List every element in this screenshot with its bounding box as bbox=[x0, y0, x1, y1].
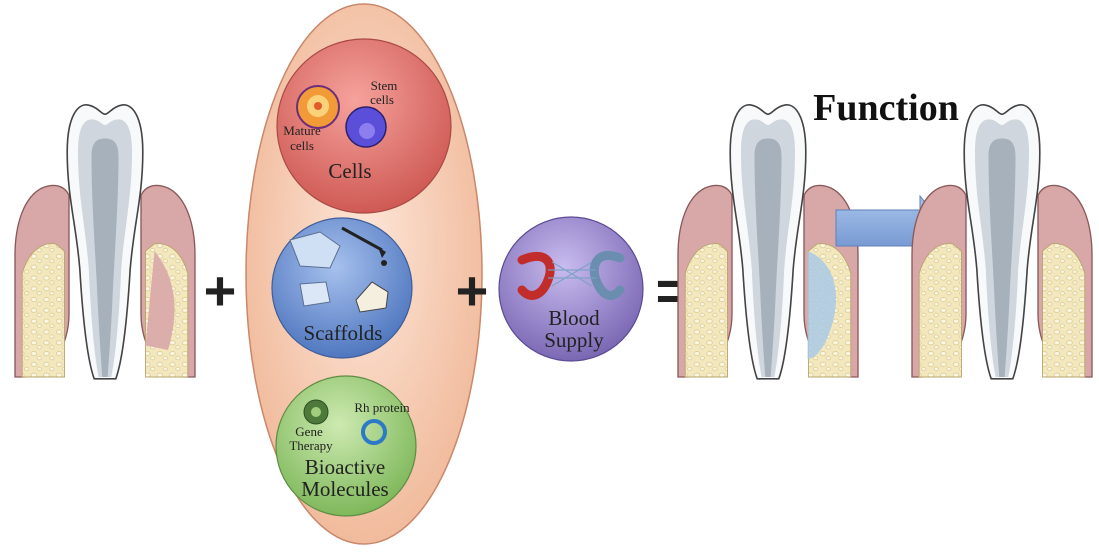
rh-protein-label: Rh protein bbox=[354, 400, 410, 415]
blood-supply-component: Blood Supply bbox=[499, 217, 643, 361]
gene-therapy-label: Gene bbox=[295, 424, 323, 439]
diseased-tooth bbox=[15, 105, 195, 379]
stem-cells-label: Stem bbox=[371, 78, 398, 93]
bioactive-label: Bioactive bbox=[305, 455, 385, 479]
mature-cells-label: Mature bbox=[283, 123, 321, 138]
function-title: Function bbox=[813, 87, 959, 129]
plus-operator-2: + bbox=[456, 259, 489, 322]
molecules-label: Molecules bbox=[301, 477, 388, 501]
bioactive-molecules-component: Gene Therapy Rh protein Bioactive Molecu… bbox=[276, 376, 416, 516]
plus-operator-1: + bbox=[204, 259, 237, 322]
supply-label: Supply bbox=[544, 328, 604, 352]
mature-cells-label-2: cells bbox=[290, 138, 314, 153]
healthy-tooth bbox=[912, 105, 1092, 379]
blood-label: Blood bbox=[548, 306, 600, 330]
scaffolds-label: Scaffolds bbox=[304, 321, 383, 345]
scaffolds-component: Scaffolds bbox=[272, 218, 412, 358]
stem-cells-label-2: cells bbox=[370, 92, 394, 107]
regenerating-tooth bbox=[678, 105, 858, 379]
gene-therapy-label-2: Therapy bbox=[289, 438, 333, 453]
cells-component: Mature cells Stem cells Cells bbox=[277, 39, 451, 213]
cells-label: Cells bbox=[328, 159, 371, 183]
